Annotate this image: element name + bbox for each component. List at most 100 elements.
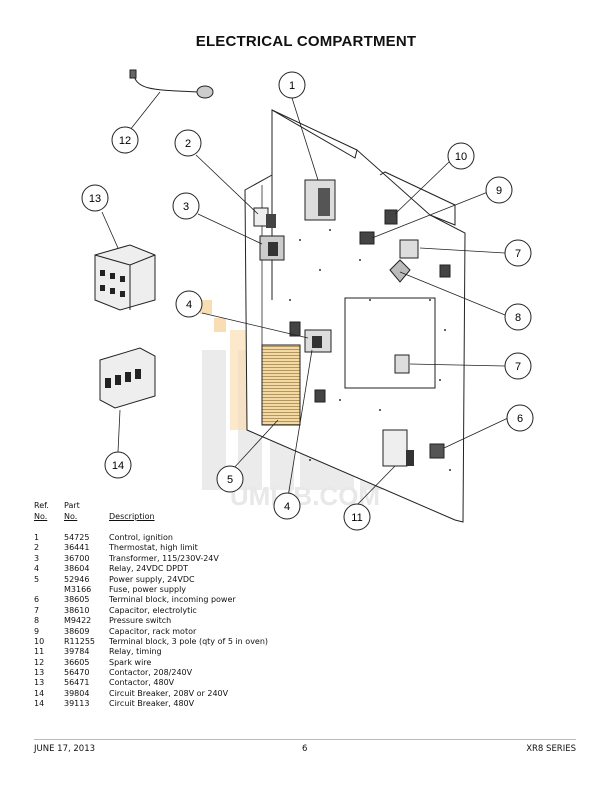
callout-13: 13 [81, 184, 109, 212]
part-number-cell: 38604 [64, 564, 90, 574]
callout-11: 11 [343, 503, 371, 531]
callout-10: 10 [447, 142, 475, 170]
callout-7b: 7 [504, 352, 532, 380]
pressure-switch-part [389, 259, 411, 283]
description-cell: Terminal block, incoming power [109, 595, 236, 605]
callout-4a: 4 [175, 290, 203, 318]
svg-text:10: 10 [455, 151, 467, 163]
ref-cell: 14 [34, 688, 45, 698]
svg-text:14: 14 [112, 460, 124, 472]
part-number-cell: 36441 [64, 543, 90, 553]
power-supply-part [261, 344, 301, 426]
ref-header-1: Ref. [34, 501, 49, 510]
page-title: ELECTRICAL COMPARTMENT [195, 33, 417, 50]
relay-part [304, 329, 332, 353]
transformer-part [259, 235, 285, 261]
svg-text:9: 9 [496, 185, 502, 197]
contactor-part [94, 244, 156, 311]
svg-text:6: 6 [517, 413, 523, 425]
svg-text:12: 12 [119, 135, 131, 147]
incoming-terminal-part [429, 443, 445, 459]
svg-text:13: 13 [89, 193, 101, 205]
part-number-cell: 38610 [64, 605, 90, 615]
callout-1: 1 [278, 71, 306, 99]
part-number-cell: 36700 [64, 553, 90, 563]
svg-text:8: 8 [515, 312, 521, 324]
description-cell: Spark wire [109, 657, 152, 667]
description-cell: Power supply, 24VDC [109, 574, 195, 584]
callout-9: 9 [485, 176, 513, 204]
part-number-cell: 52946 [64, 574, 90, 584]
timing-relay-part [382, 429, 414, 467]
small-terminal-parts [289, 209, 451, 403]
ref-cell: 13 [34, 668, 45, 678]
ref-cell: 12 [34, 657, 45, 667]
thermostat-part [253, 207, 276, 228]
svg-text:3: 3 [183, 201, 189, 213]
description-cell: Circuit Breaker, 208V or 240V [109, 688, 229, 698]
ref-cell: 7 [34, 605, 40, 615]
ref-header-2: No. [34, 512, 48, 521]
svg-text:2: 2 [185, 138, 191, 150]
part-number-cell: 39784 [64, 647, 90, 657]
ref-cell: 9 [34, 626, 40, 636]
callout-7a: 7 [504, 239, 532, 267]
description-cell: Capacitor, electrolytic [109, 605, 197, 615]
leader-lines [101, 91, 509, 508]
ref-cell: 2 [34, 543, 40, 553]
ref-cell: 13 [34, 678, 45, 688]
callout-12: 12 [111, 126, 139, 154]
part-number-cell: 38605 [64, 595, 90, 605]
part-header-1: Part [64, 501, 80, 510]
ref-cell: 14 [34, 699, 45, 709]
description-header: Description [109, 512, 155, 521]
svg-text:4: 4 [284, 501, 290, 513]
description-cell: Thermostat, high limit [109, 543, 198, 553]
description-cell: Transformer, 115/230V-24V [109, 553, 219, 563]
ref-cell: 3 [34, 553, 40, 563]
description-cell: Relay, timing [109, 647, 162, 657]
description-cell: Circuit Breaker, 480V [109, 699, 195, 709]
callout-2: 2 [174, 129, 202, 157]
ref-cell: 5 [34, 574, 40, 584]
footer-page-number: 6 [302, 744, 308, 754]
svg-text:1: 1 [289, 80, 295, 92]
svg-text:7: 7 [515, 248, 521, 260]
ref-cell: 6 [34, 595, 40, 605]
part-number-cell: R11255 [64, 636, 96, 646]
ref-cell: 8 [34, 616, 40, 626]
part-number-cell: 39804 [64, 688, 90, 698]
part-number-cell: 36605 [64, 657, 90, 667]
footer-date: JUNE 17, 2013 [34, 744, 96, 754]
svg-text:5: 5 [227, 474, 233, 486]
part-number-cell: 56470 [64, 668, 90, 678]
part-number-cell: 54725 [64, 533, 90, 542]
svg-text:11: 11 [351, 512, 362, 524]
callout-14: 14 [104, 451, 132, 479]
ref-cell: 4 [34, 564, 40, 574]
capacitor-part [394, 239, 419, 374]
footer-rule [34, 739, 576, 740]
ref-cell: 11 [34, 647, 45, 657]
footer-series: XR8 SERIES [526, 744, 576, 754]
part-header-2: No. [64, 512, 78, 521]
part-number-cell: M9422 [64, 616, 92, 626]
description-cell: Contactor, 208/240V [109, 668, 193, 678]
description-cell: Terminal block, 3 pole (qty of 5 in oven… [109, 636, 269, 646]
circuit-breaker-part [99, 347, 156, 409]
description-cell: Pressure switch [109, 616, 172, 626]
description-cell: Capacitor, rack motor [109, 626, 197, 636]
ignition-control-part [304, 179, 336, 221]
description-cell: Control, ignition [109, 533, 173, 542]
callout-8: 8 [504, 303, 532, 331]
svg-text:4: 4 [186, 299, 192, 311]
ref-cell: 1 [34, 533, 40, 542]
ref-cell: 10 [34, 636, 45, 646]
part-number-cell: 39113 [64, 699, 90, 709]
callout-6: 6 [506, 404, 534, 432]
part-number-cell: 38609 [64, 626, 90, 636]
description-cell: Relay, 24VDC DPDT [109, 564, 189, 574]
callout-3: 3 [172, 192, 200, 220]
svg-text:7: 7 [515, 361, 521, 373]
